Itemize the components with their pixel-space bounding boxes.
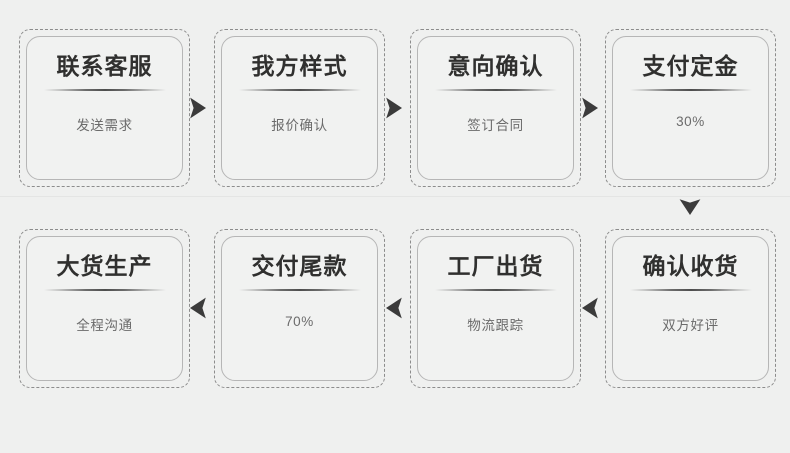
- step-card-8-title: 大货生产: [56, 253, 153, 279]
- step-card-5-title: 确认收货: [642, 253, 739, 279]
- step-card-1-body: 联系客服 发送需求: [26, 36, 183, 180]
- step-card-1-title: 联系客服: [56, 53, 153, 79]
- step-card-3-body: 意向确认 签订合同: [417, 36, 574, 180]
- arrow-right-icon: [385, 97, 403, 119]
- step-card-1-subtitle: 发送需求: [76, 117, 133, 133]
- arrow-left-icon: [385, 297, 403, 319]
- step-card-3-subtitle: 签订合同: [467, 117, 524, 133]
- step-card-1[interactable]: 联系客服 发送需求: [19, 29, 190, 187]
- step-card-5-body: 确认收货 双方好评: [612, 236, 769, 381]
- step-card-4-title: 支付定金: [642, 53, 739, 79]
- step-card-2[interactable]: 我方样式 报价确认: [214, 29, 385, 187]
- step-card-6-title: 工厂出货: [447, 253, 544, 279]
- arrow-right-icon: [581, 97, 599, 119]
- step-card-6-divider: [434, 288, 557, 291]
- step-card-5-divider: [629, 288, 752, 291]
- step-card-3-title: 意向确认: [447, 53, 544, 79]
- step-card-2-divider: [238, 88, 361, 91]
- step-card-8-body: 大货生产 全程沟通: [26, 236, 183, 381]
- step-card-2-subtitle: 报价确认: [271, 117, 328, 133]
- step-card-7-title: 交付尾款: [251, 253, 348, 279]
- arrow-right-icon: [189, 97, 207, 119]
- arrow-left-icon: [581, 297, 599, 319]
- arrow-left-icon: [189, 297, 207, 319]
- step-card-7[interactable]: 交付尾款 70%: [214, 229, 385, 388]
- step-card-2-body: 我方样式 报价确认: [221, 36, 378, 180]
- step-card-8-divider: [43, 288, 166, 291]
- step-card-8[interactable]: 大货生产 全程沟通: [19, 229, 190, 388]
- step-card-7-subtitle: 70%: [285, 313, 314, 329]
- step-card-4-body: 支付定金 30%: [612, 36, 769, 180]
- step-card-4[interactable]: 支付定金 30%: [605, 29, 776, 187]
- step-card-5[interactable]: 确认收货 双方好评: [605, 229, 776, 388]
- step-card-8-subtitle: 全程沟通: [76, 317, 133, 333]
- step-card-1-divider: [43, 88, 166, 91]
- row-separator-rule: [0, 196, 790, 197]
- step-card-4-subtitle: 30%: [676, 113, 705, 129]
- step-card-7-body: 交付尾款 70%: [221, 236, 378, 381]
- step-card-3[interactable]: 意向确认 签订合同: [410, 29, 581, 187]
- step-card-6-subtitle: 物流跟踪: [467, 317, 524, 333]
- step-card-5-subtitle: 双方好评: [662, 317, 719, 333]
- step-card-4-divider: [629, 88, 752, 91]
- step-card-6-body: 工厂出货 物流跟踪: [417, 236, 574, 381]
- step-card-2-title: 我方样式: [251, 53, 348, 79]
- step-card-7-divider: [238, 288, 361, 291]
- step-card-6[interactable]: 工厂出货 物流跟踪: [410, 229, 581, 388]
- step-card-3-divider: [434, 88, 557, 91]
- arrow-down-icon: [679, 198, 701, 216]
